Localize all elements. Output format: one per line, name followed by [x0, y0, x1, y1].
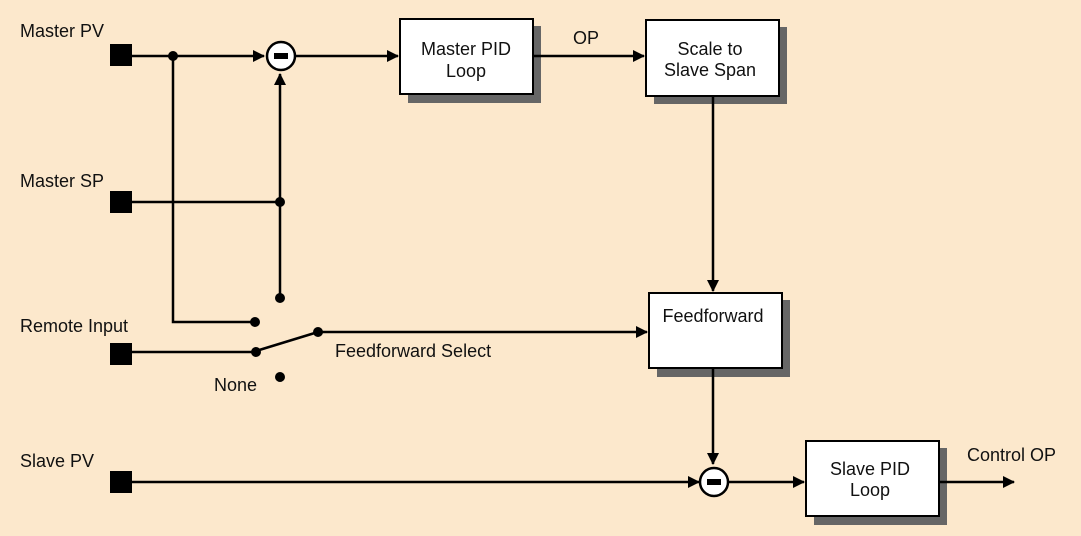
slave-pv-label: Slave PV	[20, 451, 94, 471]
master-summing-junction-icon	[265, 40, 297, 72]
master-sp-label: Master SP	[20, 171, 104, 191]
feedforward-line1: Feedforward	[662, 306, 763, 326]
slave-summing-junction-icon	[698, 466, 730, 498]
none-label: None	[214, 375, 257, 395]
feedforward-block: Feedforward	[648, 292, 790, 377]
feedforward-select-label: Feedforward Select	[335, 341, 491, 361]
master-pv-label: Master PV	[20, 21, 104, 41]
junction-dots	[168, 51, 323, 382]
master-sp-junction-dot-icon	[275, 197, 285, 207]
switch-contact-top-icon	[275, 293, 285, 303]
master-pid-line2: Loop	[446, 61, 486, 81]
slave-pid-block: Slave PID Loop	[805, 440, 947, 525]
op-label: OP	[573, 28, 599, 48]
master-pv-terminal-icon	[110, 44, 132, 66]
master-pid-block: Master PID Loop	[399, 18, 541, 103]
scale-line2: Slave Span	[664, 60, 756, 80]
master-pv-junction-dot-icon	[168, 51, 178, 61]
signal-lines	[132, 50, 1015, 488]
switch-contact-remote-icon	[250, 317, 260, 327]
control-op-label: Control OP	[967, 445, 1056, 465]
scale-line1: Scale to	[677, 39, 742, 59]
switch-contact-input-icon	[251, 347, 261, 357]
slave-pv-terminal-icon	[110, 471, 132, 493]
master-pv-tap-line	[171, 56, 255, 324]
scale-block: Scale to Slave Span	[645, 19, 787, 104]
switch-common-dot-icon	[313, 327, 323, 337]
master-pid-line1: Master PID	[421, 39, 511, 59]
master-sp-terminal-icon	[110, 191, 132, 213]
slave-pid-line1: Slave PID	[830, 459, 910, 479]
switch-contact-none-icon	[275, 372, 285, 382]
switch-blade	[255, 330, 319, 353]
remote-input-terminal-icon	[110, 343, 132, 365]
slave-pid-line2: Loop	[850, 480, 890, 500]
remote-input-label: Remote Input	[20, 316, 128, 336]
